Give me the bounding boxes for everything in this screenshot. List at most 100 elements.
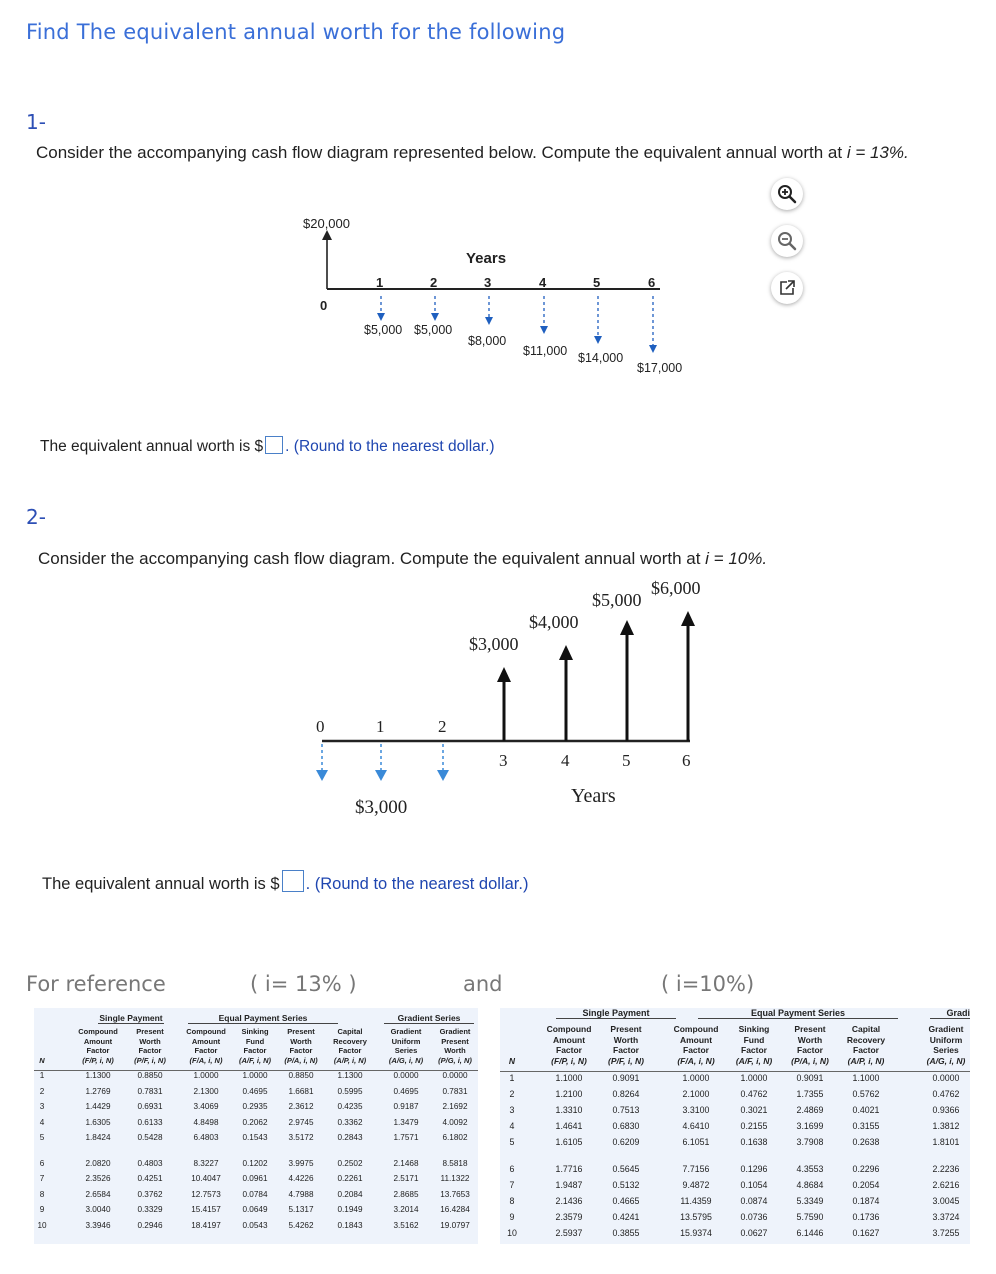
table-cell: 0.9091 [612, 1073, 640, 1083]
column-header-line: (F/A, i, N) [677, 1055, 715, 1066]
table-cell: 6.1446 [796, 1228, 824, 1238]
column-header-line: Series [933, 1045, 959, 1055]
table-cell: 3.7255 [932, 1228, 960, 1238]
table-cell: 0.3762 [137, 1189, 163, 1199]
column-header-line: Factor [289, 1046, 313, 1055]
table-cell: 4.6410 [682, 1121, 710, 1131]
table-cell: 0.4695 [242, 1086, 268, 1096]
payment-4-label: $11,000 [523, 344, 568, 358]
column-header-line: Factor [194, 1046, 218, 1055]
year-1-label-2: 1 [376, 717, 385, 736]
column-header-line: Worth [444, 1046, 466, 1055]
table-cell: 4.4226 [288, 1174, 314, 1183]
table-cell: 0.1949 [337, 1205, 363, 1214]
column-header-line: Present [610, 1024, 642, 1034]
table-cell: 1.4429 [85, 1102, 111, 1111]
table-cell: 1.0000 [740, 1073, 768, 1083]
question-1-prompt: Consider the accompanying cash flow diag… [36, 143, 909, 163]
table-cell: 0.0961 [242, 1174, 268, 1183]
column-header-line: Sinking [241, 1027, 269, 1036]
column-header-line: Series [394, 1046, 418, 1055]
group-header-gradient-10: Gradi [930, 1008, 970, 1019]
column-header-line: Compound [546, 1024, 592, 1034]
table-cell: 0.9091 [796, 1073, 824, 1083]
column-header: N [482, 1024, 542, 1098]
row-n-cell: 2 [509, 1089, 515, 1099]
answer-input-1[interactable] [265, 436, 284, 454]
table-cell: 0.1543 [242, 1133, 268, 1142]
table-cell: 11.1322 [440, 1174, 470, 1183]
receipt-label: $20,000 [303, 216, 350, 231]
row-n-cell: 7 [39, 1174, 45, 1183]
reference-label: For reference [26, 972, 166, 996]
table-cell: 0.1627 [852, 1228, 880, 1238]
table-cell: 0.3155 [852, 1121, 880, 1131]
column-header-line: (A/G, i, N) [388, 1055, 424, 1065]
column-header-line: Capital [337, 1027, 363, 1036]
year-4-label: 4 [539, 275, 547, 290]
column-header-line: (P/A, i, N) [284, 1055, 318, 1065]
column-header-line: Present [441, 1036, 469, 1046]
column-header-line: Amount [552, 1034, 586, 1045]
column-header-line: Factor [86, 1046, 110, 1055]
column-header-line: Amount [679, 1034, 713, 1045]
row-n-cell: 4 [509, 1121, 515, 1131]
group-header-single-13: Single Payment [98, 1013, 164, 1024]
payment-1-label: $5,000 [364, 323, 403, 337]
table-cell: 0.0627 [740, 1228, 768, 1238]
year-5-label: 5 [593, 275, 601, 290]
factor-table-13: Single Payment Equal Payment Series Grad… [34, 1008, 478, 1244]
question-1-rate: i = 13%. [846, 143, 909, 162]
column-header-line: Gradient [390, 1027, 422, 1036]
table-cell: 1.3310 [555, 1105, 583, 1115]
table-cell: 3.1699 [796, 1121, 824, 1131]
table-cell: 0.6209 [612, 1137, 640, 1147]
row-n-cell: 10 [37, 1220, 47, 1230]
column-header: N [12, 1027, 72, 1094]
table-cell: 19.0797 [440, 1220, 470, 1230]
table-cell: 8.3227 [193, 1158, 219, 1168]
column-header-line: Fund [245, 1036, 265, 1046]
zoom-in-button[interactable] [771, 178, 803, 210]
table-cell: 6.1802 [442, 1133, 468, 1142]
table-cell: 2.1468 [393, 1158, 419, 1168]
table-cell: 11.4359 [680, 1196, 712, 1206]
answer-input-2[interactable] [281, 870, 304, 892]
table-cell: 1.4641 [555, 1121, 583, 1131]
table-cell: 0.0000 [932, 1073, 960, 1083]
column-header-line: Factor [613, 1045, 639, 1055]
column-header-line: Present [287, 1027, 315, 1036]
table-cell: 0.2502 [337, 1158, 363, 1168]
row-n-cell: 1 [39, 1071, 45, 1080]
payment-5-label: $14,000 [578, 351, 624, 365]
column-header-line: (A/G, i, N) [926, 1055, 966, 1066]
table-cell: 3.5162 [393, 1220, 419, 1230]
table-cell: 13.5795 [680, 1212, 712, 1222]
row-n-cell: 6 [509, 1164, 515, 1174]
table-cell: 4.7988 [288, 1189, 314, 1199]
column-header-line: (P/A, i, N) [791, 1055, 829, 1066]
table-cell: 2.5171 [393, 1174, 419, 1183]
table-cell: 0.9366 [932, 1105, 960, 1115]
table-cell: 0.6931 [137, 1102, 163, 1111]
table-cell: 6.1051 [682, 1137, 710, 1147]
zoom-out-button[interactable] [771, 225, 803, 257]
payment-arrows-2 [316, 744, 449, 781]
table-cell: 0.2296 [852, 1164, 880, 1174]
table-cell: 0.3362 [337, 1117, 363, 1127]
table-cell: 0.5645 [612, 1164, 640, 1174]
row-n-cell: 4 [39, 1117, 45, 1127]
zoom-in-icon [778, 185, 797, 204]
expand-button[interactable] [771, 272, 803, 304]
row-n-cell: 3 [509, 1105, 515, 1115]
table-cell: 4.3553 [796, 1164, 824, 1174]
table-cell: 1.7355 [796, 1089, 824, 1099]
table-cell: 1.2769 [85, 1086, 111, 1096]
table-cell: 1.3479 [393, 1117, 419, 1127]
